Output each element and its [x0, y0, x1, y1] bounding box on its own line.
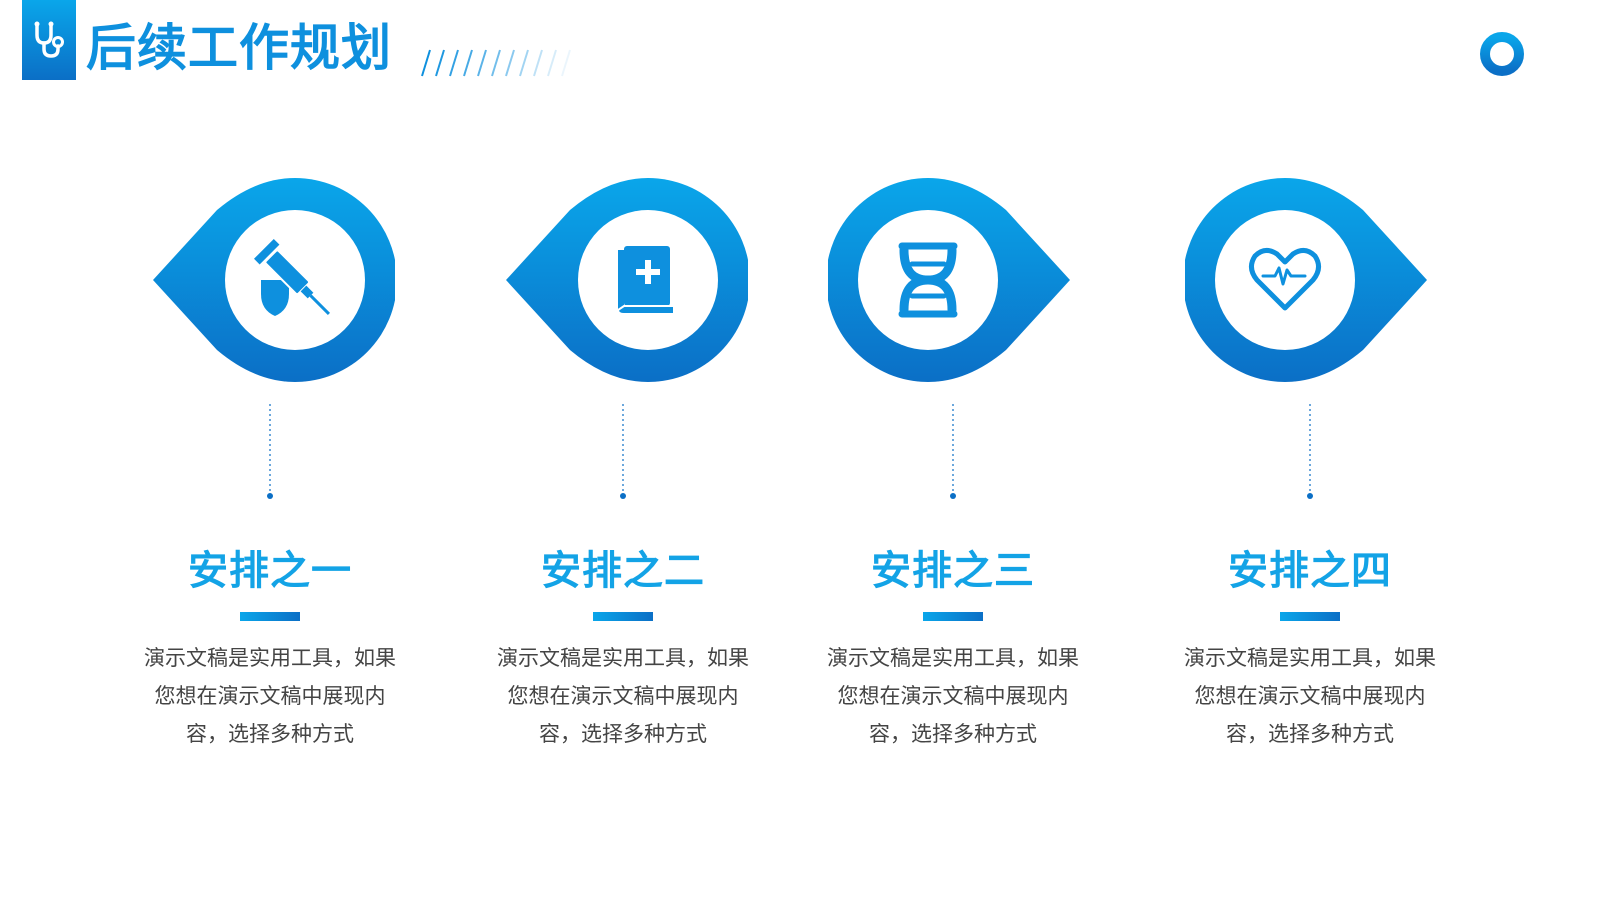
title-underline: [1280, 612, 1340, 621]
teardrop-badge: [1185, 178, 1427, 382]
plan-title: 安排之四: [1228, 548, 1392, 594]
dna-icon: [898, 242, 958, 318]
plan-item-3: 安排之三 演示文稿是实用工具，如果 您想在演示文稿中展现内 容，选择多种方式: [808, 170, 1098, 753]
slash-decoration: [421, 49, 571, 77]
medical-book-icon: [616, 246, 675, 315]
stethoscope-icon: [34, 21, 64, 58]
plan-title: 安排之二: [541, 548, 705, 594]
connector-line: [950, 404, 956, 499]
teardrop-badge: [828, 178, 1070, 382]
plan-title: 安排之三: [871, 548, 1035, 594]
teardrop-badge: [153, 178, 395, 382]
title-underline: [593, 612, 653, 621]
title-badge: [22, 0, 76, 80]
connector-line: [1307, 404, 1313, 499]
plan-description: 演示文稿是实用工具，如果 您想在演示文稿中展现内 容，选择多种方式: [497, 646, 749, 746]
connector-line: [267, 404, 273, 499]
title-underline: [923, 612, 983, 621]
heart-pulse-icon: [1249, 248, 1321, 311]
title-underline: [240, 612, 300, 621]
plan-description: 演示文稿是实用工具，如果 您想在演示文稿中展现内 容，选择多种方式: [1184, 646, 1436, 746]
plan-title: 安排之一: [188, 548, 352, 594]
connector-line: [620, 404, 626, 499]
plan-description: 演示文稿是实用工具，如果 您想在演示文稿中展现内 容，选择多种方式: [144, 646, 396, 746]
plan-item-2: 安排之二 演示文稿是实用工具，如果 您想在演示文稿中展现内 容，选择多种方式: [478, 170, 768, 753]
plan-item-1: 安排之一 演示文稿是实用工具，如果 您想在演示文稿中展现内 容，选择多种方式: [125, 170, 415, 753]
teardrop-badge: [506, 178, 748, 382]
ring-icon: [1480, 32, 1524, 76]
page-title: 后续工作规划: [86, 19, 392, 77]
plan-item-4: 安排之四 演示文稿是实用工具，如果 您想在演示文稿中展现内 容，选择多种方式: [1165, 170, 1455, 753]
syringe-icon: [253, 238, 331, 316]
plan-description: 演示文稿是实用工具，如果 您想在演示文稿中展现内 容，选择多种方式: [827, 646, 1079, 746]
